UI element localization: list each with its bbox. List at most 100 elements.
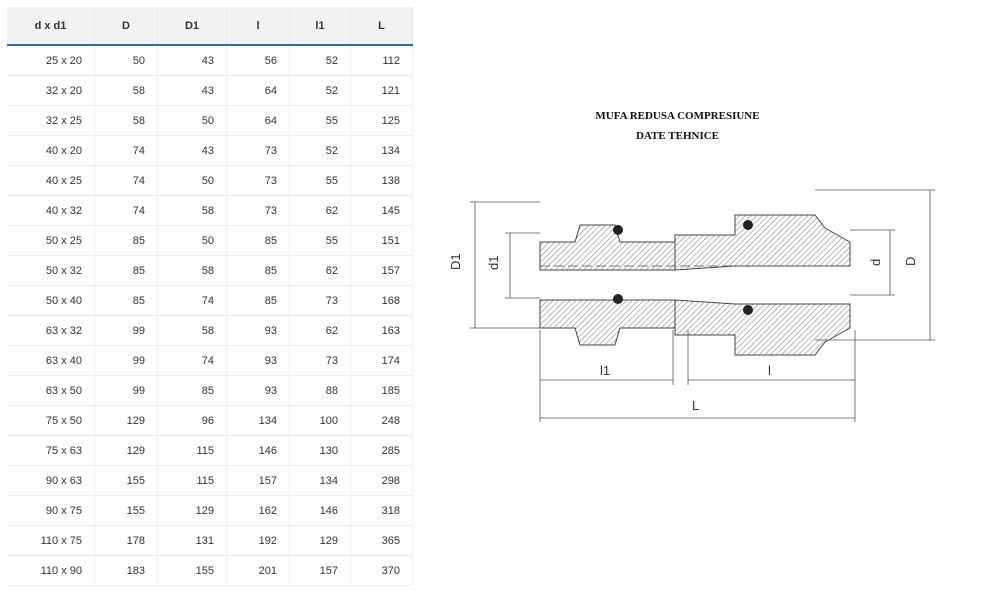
table-cell: 146	[226, 435, 290, 466]
table-cell: 62	[289, 195, 351, 226]
table-cell: 73	[289, 345, 351, 376]
table-cell: 52	[289, 45, 351, 76]
table-cell: 63 x 40	[7, 345, 95, 376]
table-cell: 58	[94, 75, 158, 106]
column-header: D	[94, 7, 158, 46]
table-cell: 55	[289, 165, 351, 196]
table-cell: 178	[94, 525, 158, 556]
table-cell: 88	[289, 375, 351, 406]
table-cell: 99	[94, 375, 158, 406]
table-cell: 74	[94, 195, 158, 226]
table-cell: 73	[289, 285, 351, 316]
table-cell: 112	[350, 45, 413, 76]
table-cell: 74	[157, 285, 227, 316]
table-cell: 62	[289, 255, 351, 286]
table-cell: 129	[289, 525, 351, 556]
table-cell: 115	[157, 465, 227, 496]
table-cell: 58	[94, 105, 158, 136]
table-cell: 63 x 32	[7, 315, 95, 346]
table-cell: 63 x 50	[7, 375, 95, 406]
table-cell: 74	[94, 135, 158, 166]
table-cell: 73	[226, 135, 290, 166]
table-cell: 151	[350, 225, 413, 256]
table-cell: 50	[157, 225, 227, 256]
table-cell: 32 x 25	[7, 105, 95, 136]
table-cell: 185	[350, 375, 413, 406]
table-cell: 52	[289, 135, 351, 166]
table-cell: 248	[350, 405, 413, 436]
table-cell: 85	[94, 285, 158, 316]
table-cell: 110 x 75	[7, 525, 95, 556]
table-cell: 162	[226, 495, 290, 526]
label-l1: l1	[600, 363, 610, 378]
table-cell: 32 x 20	[7, 75, 95, 106]
drawing-subtitle: DATE TEHNICE	[635, 130, 720, 142]
column-header: d x d1	[7, 7, 95, 46]
table-cell: 146	[289, 495, 351, 526]
table-cell: 73	[226, 195, 290, 226]
table-cell: 99	[94, 315, 158, 346]
table-cell: 96	[157, 405, 227, 436]
fitting-technical-drawing: D1 d1 d D l1 l L	[448, 189, 935, 422]
table-cell: 40 x 25	[7, 165, 95, 196]
table-cell: 125	[350, 105, 413, 136]
label-d1: d1	[486, 256, 501, 270]
table-cell: 285	[350, 435, 413, 466]
table-cell: 85	[94, 255, 158, 286]
table-cell: 131	[157, 525, 227, 556]
table-cell: 58	[157, 255, 227, 286]
column-header: D1	[157, 7, 227, 46]
table-cell: 130	[289, 435, 351, 466]
table-cell: 55	[289, 105, 351, 136]
table-cell: 93	[226, 345, 290, 376]
table-cell: 365	[350, 525, 413, 556]
table-cell: 168	[350, 285, 413, 316]
table-cell: 43	[157, 75, 227, 106]
table-cell: 145	[350, 195, 413, 226]
table-cell: 90 x 75	[7, 495, 95, 526]
table-cell: 174	[350, 345, 413, 376]
table-cell: 40 x 20	[7, 135, 95, 166]
table-cell: 43	[157, 45, 227, 76]
table-cell: 58	[157, 315, 227, 346]
table-cell: 100	[289, 405, 351, 436]
table-cell: 50 x 25	[7, 225, 95, 256]
table-cell: 56	[226, 45, 290, 76]
table-cell: 85	[226, 285, 290, 316]
table-cell: 50 x 40	[7, 285, 95, 316]
table-cell: 55	[289, 225, 351, 256]
table-cell: 298	[350, 465, 413, 496]
table-cell: 50	[157, 105, 227, 136]
table-cell: 155	[157, 555, 227, 586]
table-cell: 93	[226, 315, 290, 346]
table-cell: 43	[157, 135, 227, 166]
table-cell: 99	[94, 345, 158, 376]
table-cell: 64	[226, 75, 290, 106]
table-cell: 129	[94, 405, 158, 436]
table-cell: 50	[94, 45, 158, 76]
table-cell: 134	[350, 135, 413, 166]
table-cell: 115	[157, 435, 227, 466]
table-cell: 62	[289, 315, 351, 346]
column-header: l	[226, 7, 290, 46]
table-cell: 129	[94, 435, 158, 466]
table-cell: 85	[226, 225, 290, 256]
label-l: l	[768, 363, 771, 378]
table-cell: 157	[350, 255, 413, 286]
column-header: l1	[289, 7, 351, 46]
table-cell: 52	[289, 75, 351, 106]
table-cell: 25 x 20	[7, 45, 95, 76]
table-cell: 138	[350, 165, 413, 196]
table-cell: 370	[350, 555, 413, 586]
